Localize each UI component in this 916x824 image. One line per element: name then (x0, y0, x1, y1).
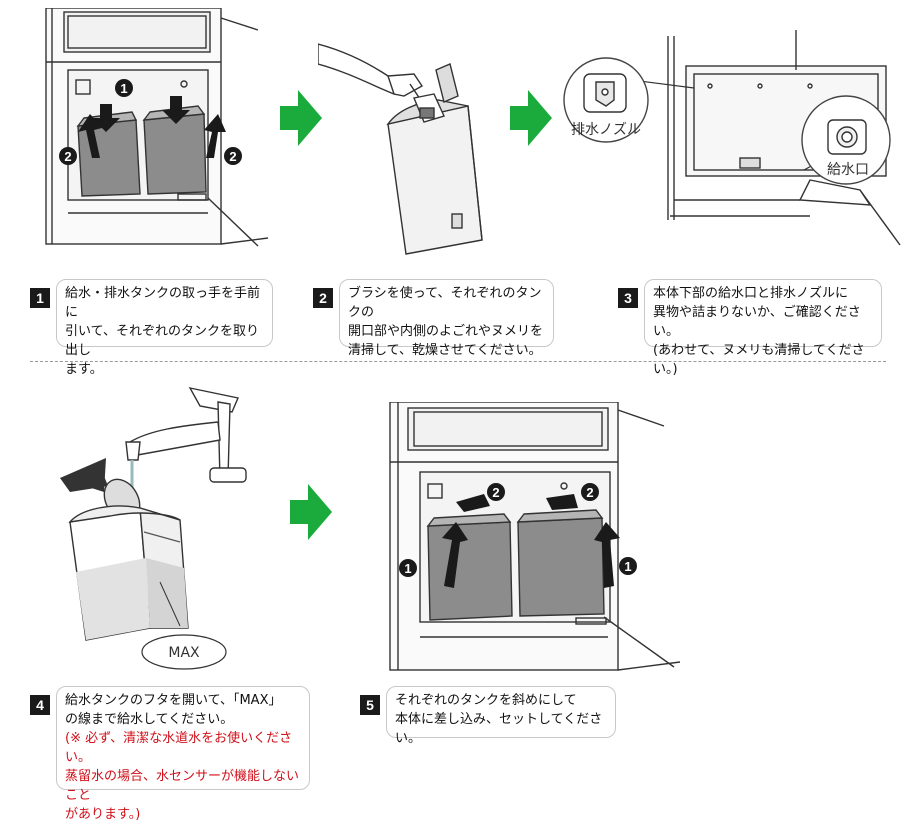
step-4-caption: 給水タンクのフタを開いて、「MAX」 の線まで給水してください。 (※ 必ず、清… (56, 686, 310, 822)
illustration-brush-tank (318, 43, 483, 255)
step-number-3: 3 (618, 288, 638, 308)
section-divider (30, 361, 886, 362)
marker-2: 2 (586, 485, 593, 500)
step-number-5: 5 (360, 695, 380, 715)
illustration-remove-tanks: 1 2 2 (45, 8, 269, 247)
illustration-fill-tank: MAX (60, 387, 247, 670)
step-5-caption: それぞれのタンクを斜めにして 本体に差し込み、セットしてください。 (386, 686, 616, 746)
next-arrow-icon (280, 90, 322, 146)
step-1-caption: 給水・排水タンクの取っ手を手前に 引いて、それぞれのタンクを取り出し ます。 (56, 279, 273, 377)
illustration-check-inlet: 排水ノズル 給水口 (563, 30, 901, 246)
step-4-note: 蒸留水の場合、水センサーが機能しないこと (65, 769, 300, 803)
marker-1: 1 (404, 561, 411, 576)
marker-1: 1 (120, 81, 127, 96)
marker-2: 2 (492, 485, 499, 500)
step-number-1: 1 (30, 288, 50, 308)
step-2-caption: ブラシを使って、それぞれのタンクの 開口部や内側のよごれやヌメリを 清掃して、乾… (339, 279, 554, 358)
marker-1: 1 (624, 559, 631, 574)
max-label: MAX (168, 645, 200, 661)
step-4-note: があります。) (65, 807, 141, 822)
step-3-caption: 本体下部の給水口と排水ノズルに 異物や詰まりないか、ご確認ください。 (あわせて… (644, 279, 882, 377)
step-number-2: 2 (313, 288, 333, 308)
water-inlet-label: 給水口 (827, 162, 869, 178)
next-arrow-icon (510, 90, 552, 146)
step-4-note: (※ 必ず、清潔な水道水をお使いください。 (65, 731, 293, 765)
next-arrow-icon (290, 484, 332, 540)
step-number-4: 4 (30, 695, 50, 715)
drain-nozzle-label: 排水ノズル (571, 122, 641, 138)
illustration-insert-tanks: 2 2 1 1 (389, 402, 681, 671)
marker-2: 2 (64, 149, 71, 164)
marker-2: 2 (229, 149, 236, 164)
